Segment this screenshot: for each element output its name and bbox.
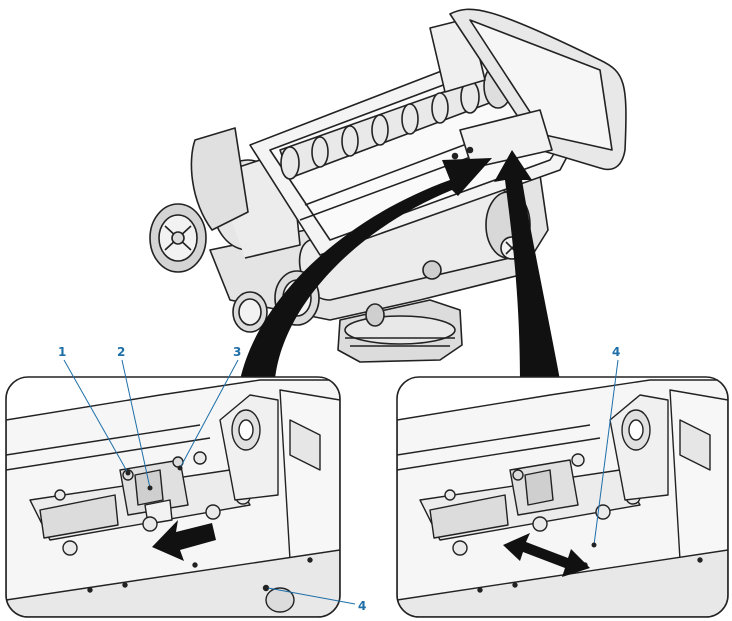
leader-line-4-right xyxy=(593,359,619,546)
pointer-arrow-right xyxy=(494,150,560,380)
callout-2: 2 xyxy=(117,345,125,359)
leader-line-3 xyxy=(179,359,239,469)
leader-line-4-left xyxy=(267,587,356,605)
end-cover xyxy=(190,127,249,231)
mounting-plate xyxy=(459,109,553,169)
detail-panel-right: 4 xyxy=(396,345,729,618)
slide-arrow-right xyxy=(503,533,590,577)
callout-3: 3 xyxy=(233,345,241,359)
valve-illustration xyxy=(149,8,627,363)
callout-4-left: 4 xyxy=(358,599,366,613)
callout-1: 1 xyxy=(58,345,66,359)
push-arrow-left xyxy=(152,520,216,561)
pointer-arrow-left xyxy=(240,158,492,380)
leader-line-1 xyxy=(63,359,129,474)
pointer-arrows xyxy=(240,150,560,380)
callout-4-right: 4 xyxy=(612,345,620,359)
detail-panel-left: 1 2 3 4 xyxy=(5,345,366,618)
leader-line-2 xyxy=(121,359,151,489)
